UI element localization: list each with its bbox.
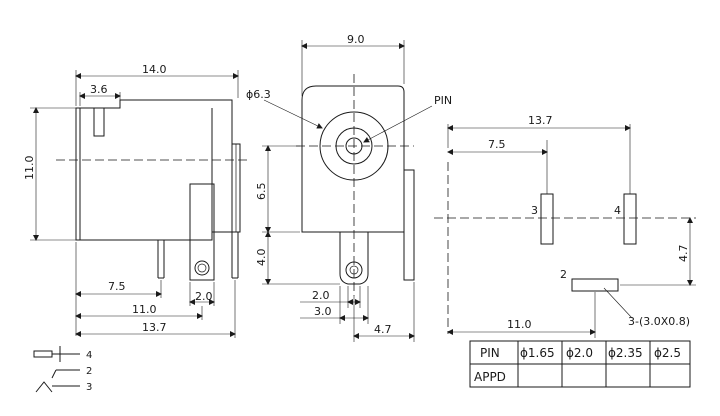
table-cell-1: ϕ1.65 <box>520 346 555 360</box>
dim-13-7-footprint: 13.7 <box>528 114 553 127</box>
dim-11-0-footprint: 11.0 <box>507 318 532 331</box>
schematic-symbol: 4 2 3 <box>33 346 92 393</box>
dim-13-7-side: 13.7 <box>142 321 167 334</box>
schematic-pin-3: 3 <box>86 382 92 393</box>
dim-9-0: 9.0 <box>347 33 365 46</box>
dim-4-0: 4.0 <box>255 249 268 267</box>
dim-6-5: 6.5 <box>255 183 268 201</box>
dim-11-0-vert: 11.0 <box>23 156 36 181</box>
dim-14-0: 14.0 <box>142 63 167 76</box>
footprint-view: 13.7 7.5 3 4 2 4.7 11.0 3-(3.0X0.8) <box>434 114 696 338</box>
pad-label-3: 3 <box>531 204 538 217</box>
front-view: 9.0 ϕ6.3 PIN 6.5 4.0 2.0 3.0 4.7 <box>246 33 452 342</box>
label-pin: PIN <box>434 94 452 107</box>
dim-4-7-front: 4.7 <box>374 323 392 336</box>
pad-label-4: 4 <box>614 204 621 217</box>
table-cell-4: ϕ2.5 <box>654 346 681 360</box>
dim-3-0: 3.0 <box>314 305 332 318</box>
dim-7-5-footprint: 7.5 <box>488 138 506 151</box>
side-view: 14.0 3.6 11.0 7.5 2.0 11.0 13.7 <box>23 63 250 338</box>
schematic-pin-4: 4 <box>86 350 92 361</box>
slot-note: 3-(3.0X0.8) <box>628 315 690 328</box>
pin-table: PIN APPD ϕ1.65 ϕ2.0 ϕ2.35 ϕ2.5 <box>469 340 691 388</box>
table-cell-3: ϕ2.35 <box>608 346 643 360</box>
dim-2-0-side: 2.0 <box>195 290 213 303</box>
dim-2-0-front: 2.0 <box>312 289 330 302</box>
table-header-pin: PIN <box>480 346 500 360</box>
table-header-appd: APPD <box>474 370 506 384</box>
dim-7-5: 7.5 <box>108 280 126 293</box>
dim-11-0-side: 11.0 <box>132 303 157 316</box>
dim-phi-6-3: ϕ6.3 <box>246 88 271 101</box>
dim-3-6: 3.6 <box>90 83 108 96</box>
pad-label-2: 2 <box>560 268 567 281</box>
schematic-pin-2: 2 <box>86 366 92 377</box>
table-cell-2: ϕ2.0 <box>566 346 593 360</box>
dim-4-7-footprint: 4.7 <box>677 245 690 263</box>
